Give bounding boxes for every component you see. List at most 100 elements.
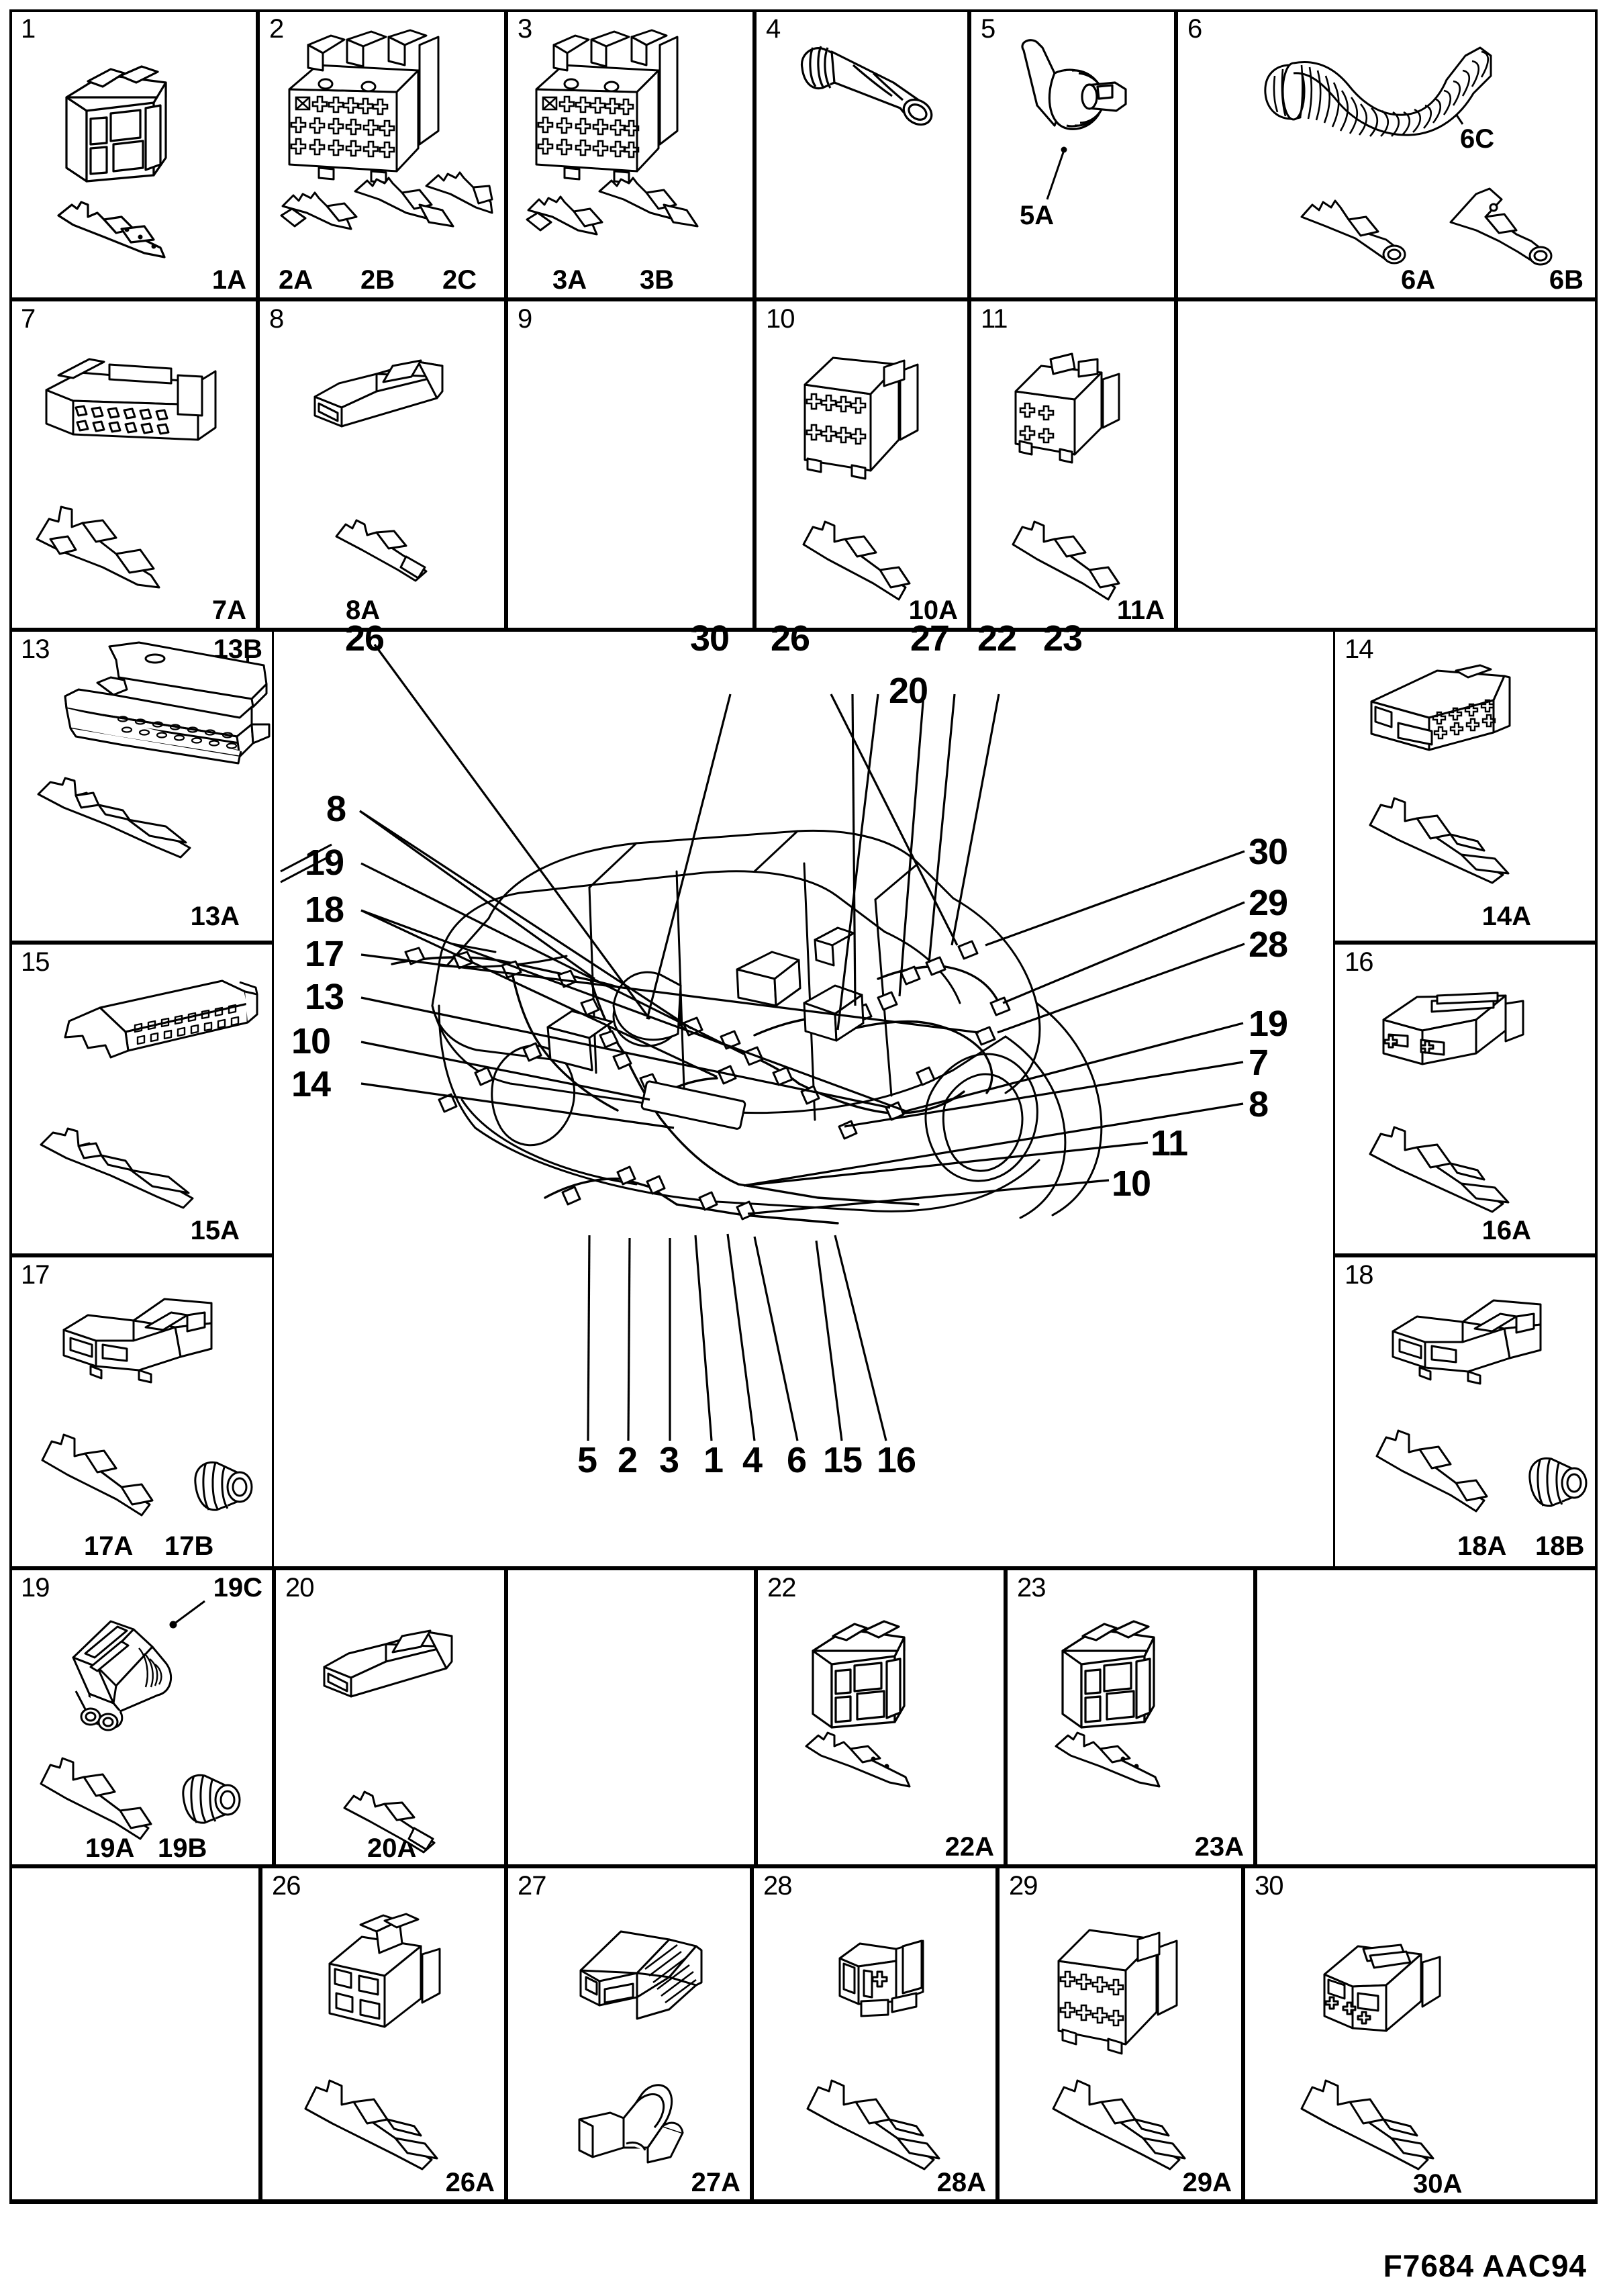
callout-top-27: 27 bbox=[910, 618, 950, 659]
part-cell-2[interactable]: 2 2A 2B 2C bbox=[258, 9, 506, 299]
seal-19b-art bbox=[177, 1769, 250, 1829]
seal-18b-art bbox=[1523, 1452, 1597, 1513]
cell-id-label: 18 bbox=[1345, 1260, 1373, 1290]
cell-sublabel: 27A bbox=[691, 2168, 740, 2197]
connector-housing-small-art bbox=[1385, 1287, 1559, 1388]
part-cell-23[interactable]: 23 23A bbox=[1006, 1568, 1255, 1866]
cell-id-label: 11 bbox=[981, 304, 1008, 334]
connector-multipin-large-art bbox=[277, 29, 493, 265]
cell-id-label: 26 bbox=[272, 1871, 301, 1901]
callout-right-8: 8 bbox=[1249, 1084, 1269, 1125]
part-cell-18[interactable]: 18 18A 18B bbox=[1333, 1255, 1598, 1568]
cell-id-label: 6 bbox=[1187, 14, 1202, 44]
callout-right-19: 19 bbox=[1249, 1004, 1288, 1044]
callout-bottom-3: 3 bbox=[659, 1440, 679, 1480]
part-cell-30[interactable]: 30 30A bbox=[1243, 1866, 1598, 2202]
cell-sublabel: 18A bbox=[1457, 1531, 1507, 1561]
cell-id-label: 7 bbox=[21, 304, 36, 334]
cell-id-label: 17 bbox=[21, 1260, 50, 1290]
cell-id-label: 3 bbox=[518, 14, 532, 44]
part-cell-8[interactable]: 8 8A bbox=[258, 299, 506, 630]
cell-sublabel: 5A bbox=[1020, 201, 1055, 230]
callout-left-19: 19 bbox=[305, 843, 344, 883]
cell-sublabel: 8A bbox=[346, 595, 381, 625]
part-cell-27[interactable]: 27 27A bbox=[506, 1866, 752, 2202]
connector-multipin-large-art bbox=[524, 29, 726, 265]
cell-sublabel: 6A bbox=[1401, 265, 1436, 295]
terminal-8a-art bbox=[332, 515, 446, 589]
terminal-16a-art bbox=[1366, 1125, 1554, 1213]
terminal-30a-art bbox=[1296, 2076, 1457, 2170]
callout-bottom-5: 5 bbox=[577, 1440, 597, 1480]
terminal-14a-art bbox=[1366, 796, 1554, 884]
part-cell-26[interactable]: 26 26A bbox=[260, 1866, 506, 2202]
cell-id-label: 27 bbox=[518, 1871, 546, 1901]
callout-bottom-1: 1 bbox=[703, 1440, 724, 1480]
part-cell-15[interactable]: 15 15A bbox=[9, 943, 274, 1255]
callout-right-28: 28 bbox=[1249, 924, 1288, 965]
rubber-boot-cone-art bbox=[1008, 34, 1135, 155]
part-cell-29[interactable]: 29 29A bbox=[997, 1866, 1243, 2202]
terminal-10a-art bbox=[798, 518, 932, 605]
vehicle-harness-diagram: 26 30 26 27 22 23 20 8 19 18 17 13 10 14… bbox=[274, 620, 1333, 1568]
cell-sublabel: 1A bbox=[211, 265, 246, 295]
connector-housing-square-art bbox=[46, 44, 207, 272]
terminal-17a-art bbox=[37, 1429, 185, 1517]
connector-housing-square-art bbox=[1051, 1910, 1198, 2058]
callout-left-17: 17 bbox=[305, 934, 344, 974]
callout-top-30: 30 bbox=[690, 618, 730, 659]
connector-housing-flat-art bbox=[1378, 981, 1546, 1088]
part-cell-5[interactable]: 5 5A bbox=[969, 9, 1176, 299]
part-cell-16[interactable]: 16 16A bbox=[1333, 943, 1598, 1255]
part-cell-13[interactable]: 13 13B 13A bbox=[9, 630, 274, 943]
part-cell-22[interactable]: 22 22A bbox=[756, 1568, 1006, 1866]
drawing-number: F7684 AAC94 bbox=[1383, 2248, 1587, 2283]
part-cell-9[interactable]: 9 bbox=[506, 299, 754, 630]
callout-top-26: 26 bbox=[345, 618, 385, 659]
cell-id-label: 28 bbox=[763, 1871, 792, 1901]
connector-single-blade-art bbox=[320, 1617, 468, 1705]
leader-line bbox=[169, 1600, 205, 1629]
callout-top-26b: 26 bbox=[771, 618, 810, 659]
callout-right-30: 30 bbox=[1249, 832, 1288, 872]
part-cell-row3-empty-b bbox=[1255, 1568, 1598, 1866]
cell-sublabel: 10A bbox=[908, 595, 958, 625]
part-cell-14[interactable]: 14 14A bbox=[1333, 630, 1598, 943]
cell-id-label: 22 bbox=[767, 1573, 796, 1603]
callout-right-10: 10 bbox=[1112, 1163, 1151, 1204]
cell-id-label: 29 bbox=[1009, 1871, 1038, 1901]
part-cell-28[interactable]: 28 28A bbox=[752, 1866, 997, 2202]
cell-sublabel: 19C bbox=[213, 1573, 262, 1603]
cell-sublabel: 29A bbox=[1182, 2168, 1232, 2197]
part-cell-10[interactable]: 10 10A bbox=[754, 299, 969, 630]
connector-housing-small-art bbox=[320, 1907, 468, 2042]
cell-sublabel: 19B bbox=[158, 1833, 207, 1863]
part-cell-17[interactable]: 17 17A 17B bbox=[9, 1255, 274, 1568]
part-cell-1[interactable]: 1 1A bbox=[9, 9, 258, 299]
cell-sublabel: 7A bbox=[211, 595, 246, 625]
cell-id-label: 20 bbox=[285, 1573, 314, 1603]
cell-sublabel: 11A bbox=[1116, 595, 1165, 625]
connector-housing-small-art bbox=[1008, 339, 1142, 467]
callout-right-29: 29 bbox=[1249, 883, 1288, 923]
cell-id-label: 5 bbox=[981, 14, 995, 44]
part-cell-19[interactable]: 19 19C 19A 19B bbox=[9, 1568, 274, 1866]
cell-sublabel: 19A bbox=[85, 1833, 135, 1863]
cell-id-label: 8 bbox=[269, 304, 284, 334]
part-cell-3[interactable]: 3 3A 3B bbox=[506, 9, 754, 299]
connector-housing-flat-art bbox=[40, 340, 228, 461]
cell-id-label: 10 bbox=[766, 304, 795, 334]
terminal-20a-art bbox=[340, 1786, 454, 1860]
cell-sublabel: 17B bbox=[164, 1531, 214, 1561]
cell-sublabel: 16A bbox=[1481, 1216, 1531, 1245]
connector-housing-small-art bbox=[56, 1286, 230, 1386]
callout-top-20: 20 bbox=[889, 671, 928, 711]
part-cell-11[interactable]: 11 11A bbox=[969, 299, 1176, 630]
terminal-26a-art bbox=[300, 2076, 461, 2170]
callout-left-18: 18 bbox=[305, 890, 344, 930]
terminal-18a-art bbox=[1371, 1425, 1519, 1513]
cell-sublabel: 2A bbox=[279, 265, 313, 295]
callout-left-10: 10 bbox=[291, 1021, 331, 1061]
terminal-6b-art bbox=[1445, 185, 1579, 272]
